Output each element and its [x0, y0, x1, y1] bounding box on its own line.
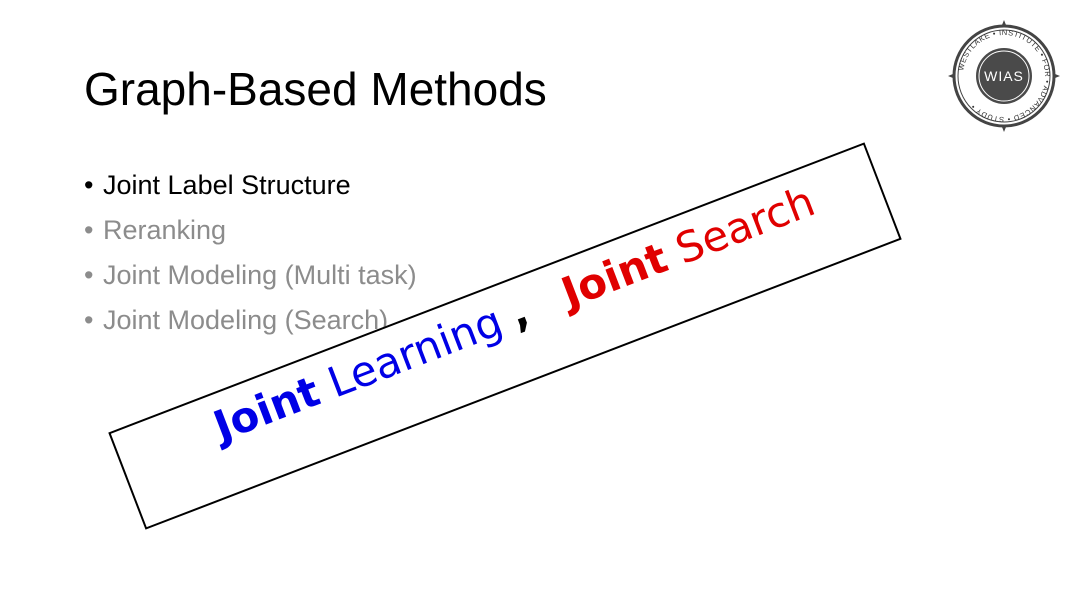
bullet-text: Joint Modeling (Search)	[103, 305, 389, 335]
bullet-item: •Joint Label Structure	[84, 170, 351, 200]
bullet-item: •Joint Modeling (Search)	[84, 305, 389, 335]
wias-logo: WESTLAKE • INSTITUTE • FOR • ADVANCED • …	[948, 20, 1060, 132]
banner-separator: ,	[502, 286, 536, 338]
bullet-item: •Joint Modeling (Multi task)	[84, 260, 417, 290]
banner-joint-right: Joint	[554, 232, 675, 318]
bullet-list: •Joint Label Structure •Reranking •Joint…	[84, 163, 417, 343]
bullet-text: Joint Label Structure	[103, 170, 351, 200]
banner-search: Search	[656, 176, 822, 279]
logo-center-text: WIAS	[984, 68, 1024, 84]
bullet-text: Reranking	[103, 215, 227, 245]
slide-title: Graph-Based Methods	[84, 63, 547, 115]
bullet-text: Joint Modeling (Multi task)	[103, 260, 417, 290]
bullet-item: •Reranking	[84, 215, 227, 245]
banner-joint-left: Joint	[207, 366, 327, 452]
